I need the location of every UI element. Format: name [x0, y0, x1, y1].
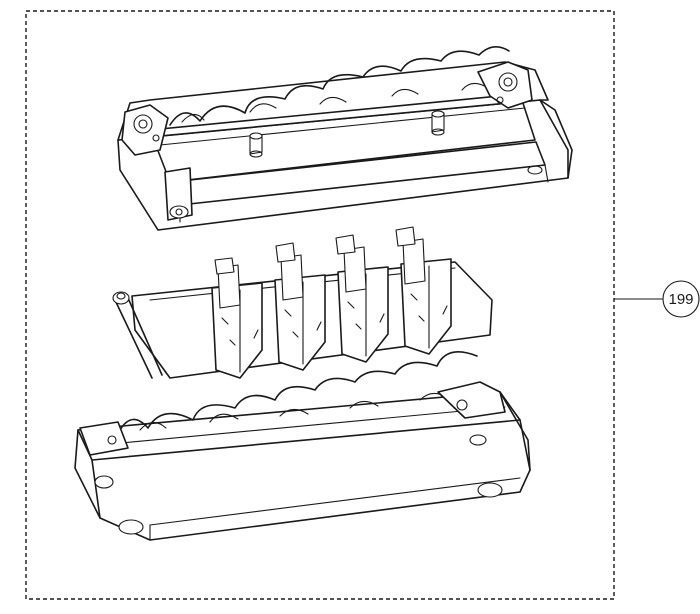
switch-1	[211, 257, 263, 379]
switch-4	[395, 226, 452, 355]
upper-front-post	[164, 167, 193, 221]
upper-peg-right	[431, 110, 445, 136]
upper-right-boss	[477, 61, 533, 109]
callout-bubble: 199	[662, 280, 700, 318]
callout-number: 199	[668, 291, 693, 308]
assembly-frame	[25, 10, 615, 600]
upper-housing	[117, 46, 573, 231]
switch-3	[335, 234, 389, 363]
lower-mount-holes	[94, 434, 503, 535]
upper-peg-left	[249, 132, 263, 158]
switch-2	[274, 242, 326, 371]
switch-board	[112, 226, 493, 379]
wire-lead	[112, 291, 163, 379]
lower-housing	[74, 350, 531, 541]
upper-left-boss	[121, 104, 169, 156]
